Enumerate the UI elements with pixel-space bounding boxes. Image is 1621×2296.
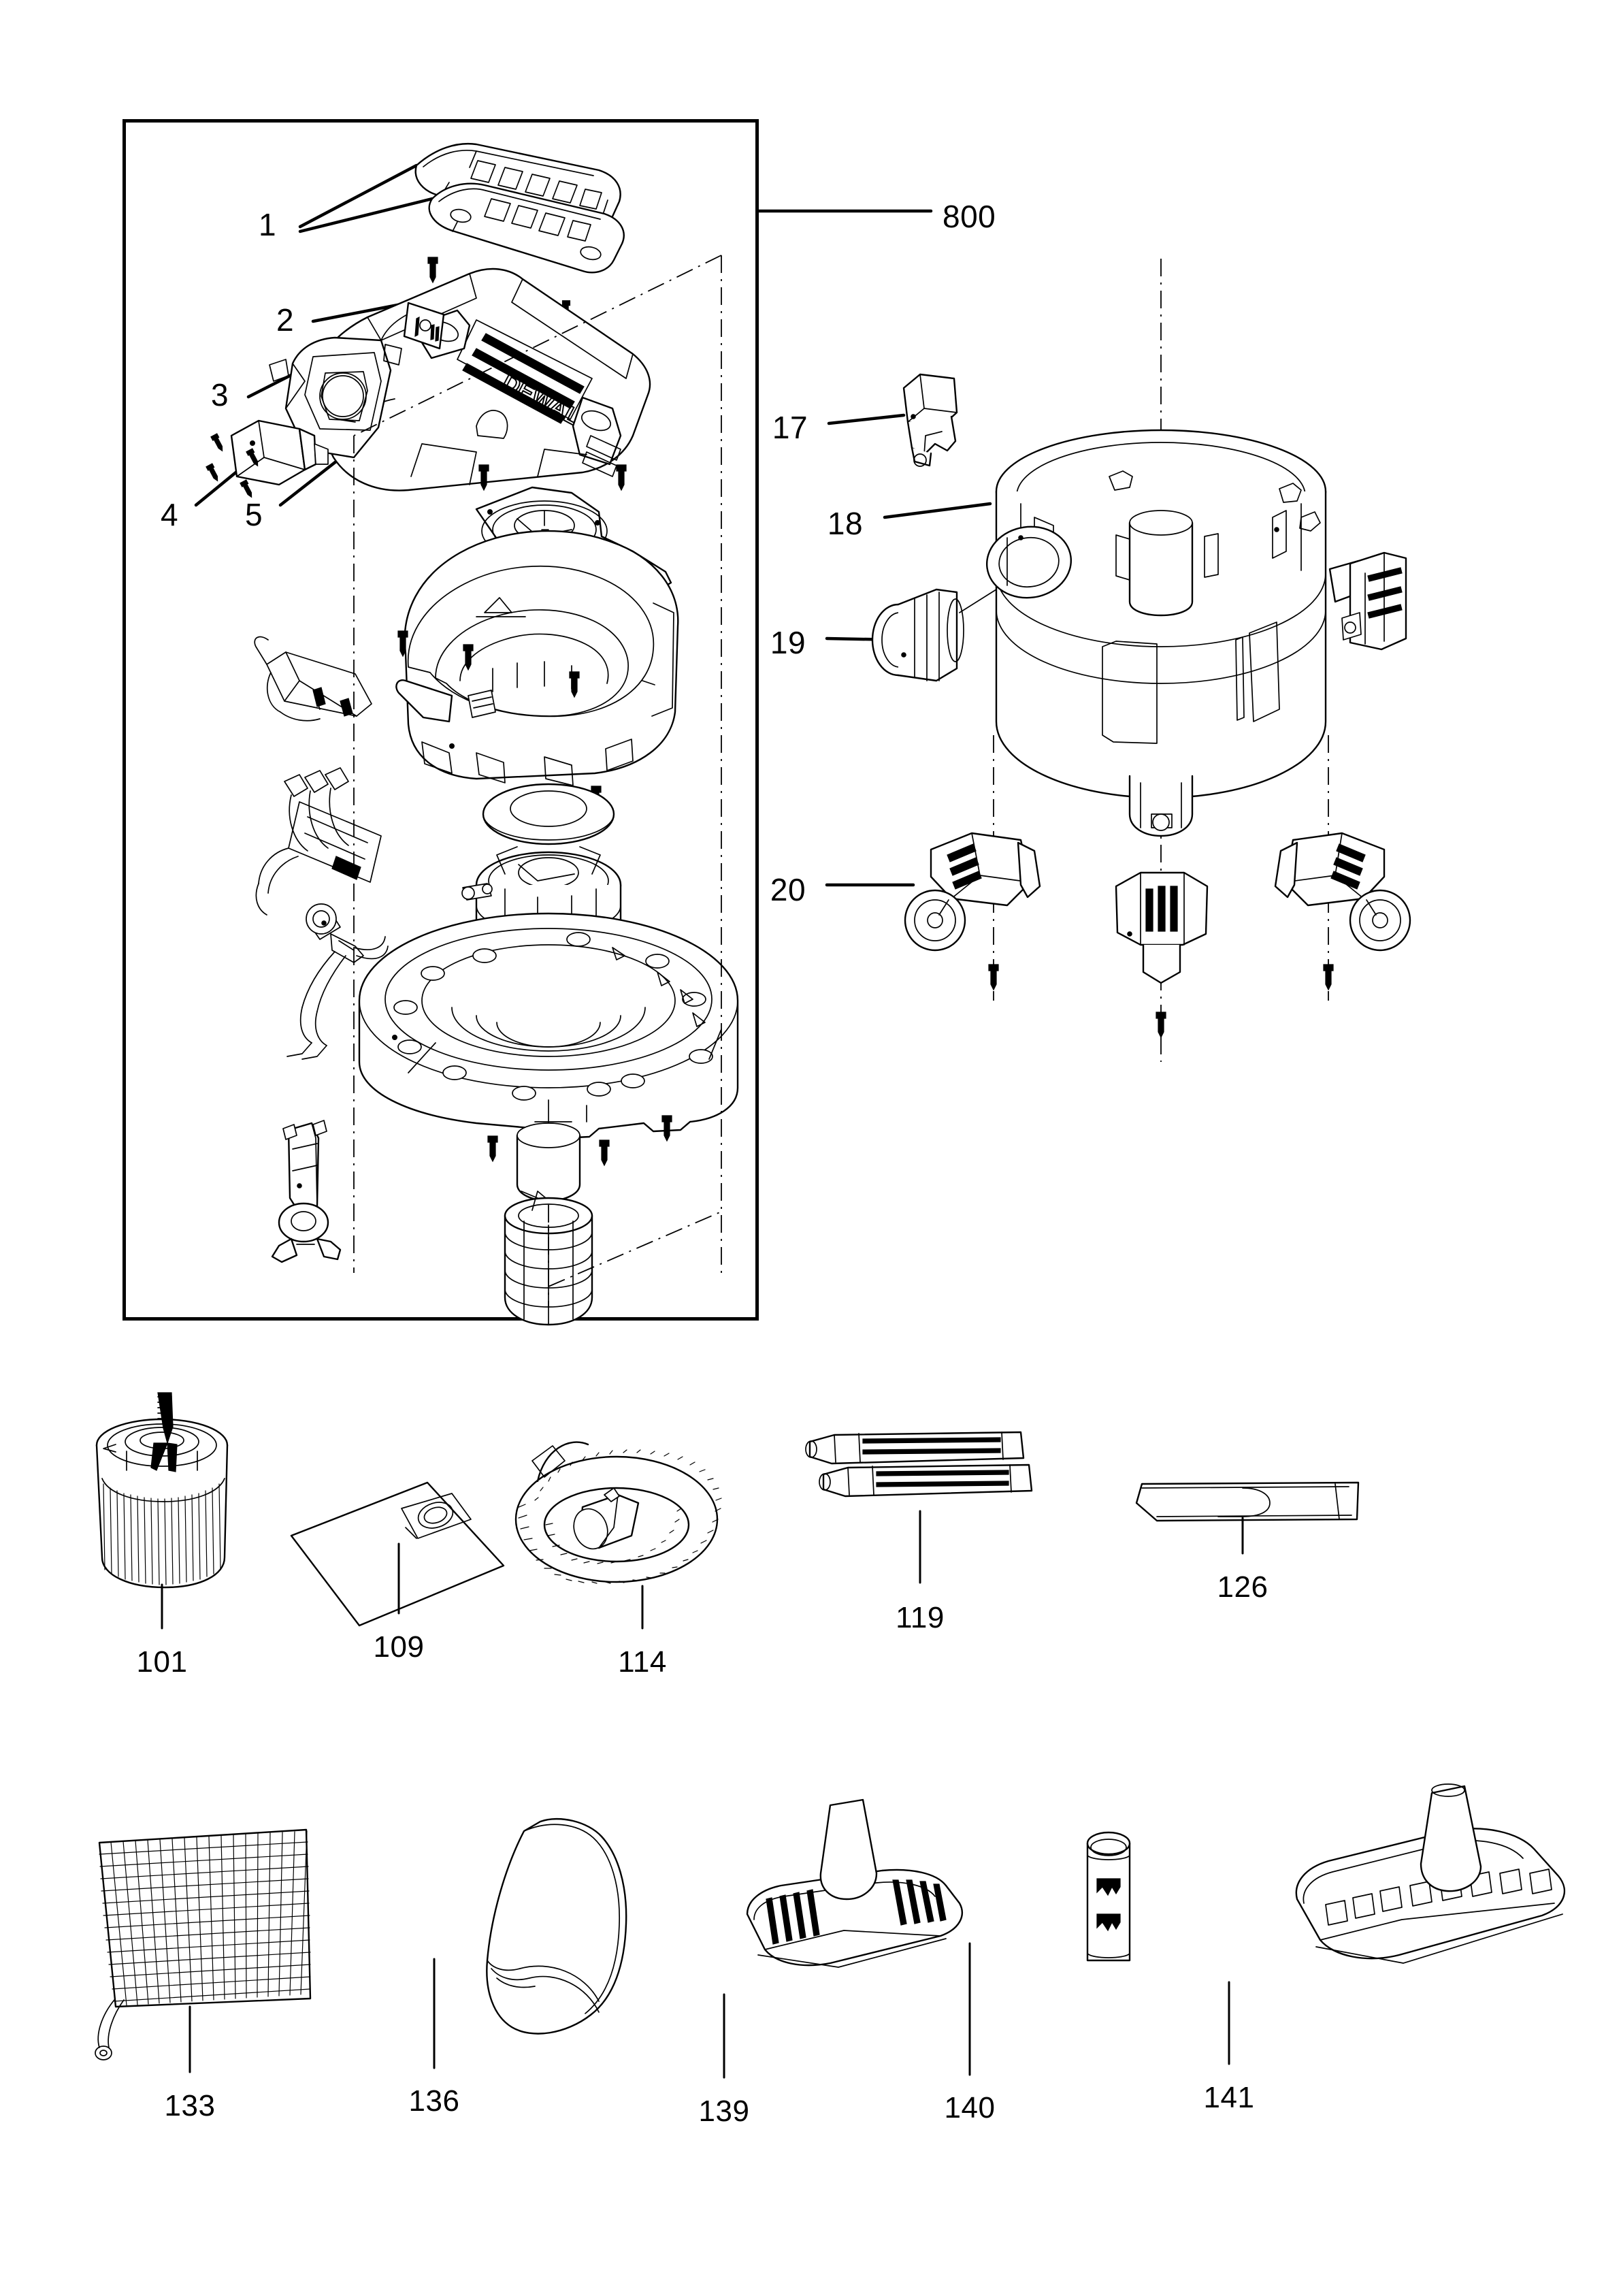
callout-139: 139 [698, 2095, 750, 2128]
main-assembly-frame [122, 119, 759, 1321]
callout-1: 1 [258, 207, 277, 242]
callout-2: 2 [276, 302, 295, 338]
callout-140: 140 [944, 2091, 996, 2124]
callout-119: 119 [896, 1601, 945, 1634]
callout-133: 133 [164, 2089, 216, 2122]
accessory-row-2 [95, 1783, 1566, 2060]
callout-141: 141 [1203, 2081, 1255, 2114]
callout-114: 114 [618, 1645, 667, 1679]
callout-20: 20 [770, 872, 806, 907]
callout-3: 3 [210, 377, 229, 413]
callout-19: 19 [770, 625, 806, 660]
callout-800: 800 [943, 199, 996, 234]
callout-17: 17 [772, 410, 808, 445]
callout-109: 109 [373, 1630, 425, 1664]
callout-126: 126 [1217, 1570, 1268, 1604]
callout-4: 4 [160, 497, 179, 532]
callout-136: 136 [408, 2084, 460, 2118]
accessory-row-1 [95, 1392, 1360, 1627]
callout-5: 5 [244, 497, 263, 532]
accessory-leaders [161, 1510, 1244, 2079]
callout-18: 18 [827, 506, 864, 541]
callout-101: 101 [136, 1645, 188, 1679]
